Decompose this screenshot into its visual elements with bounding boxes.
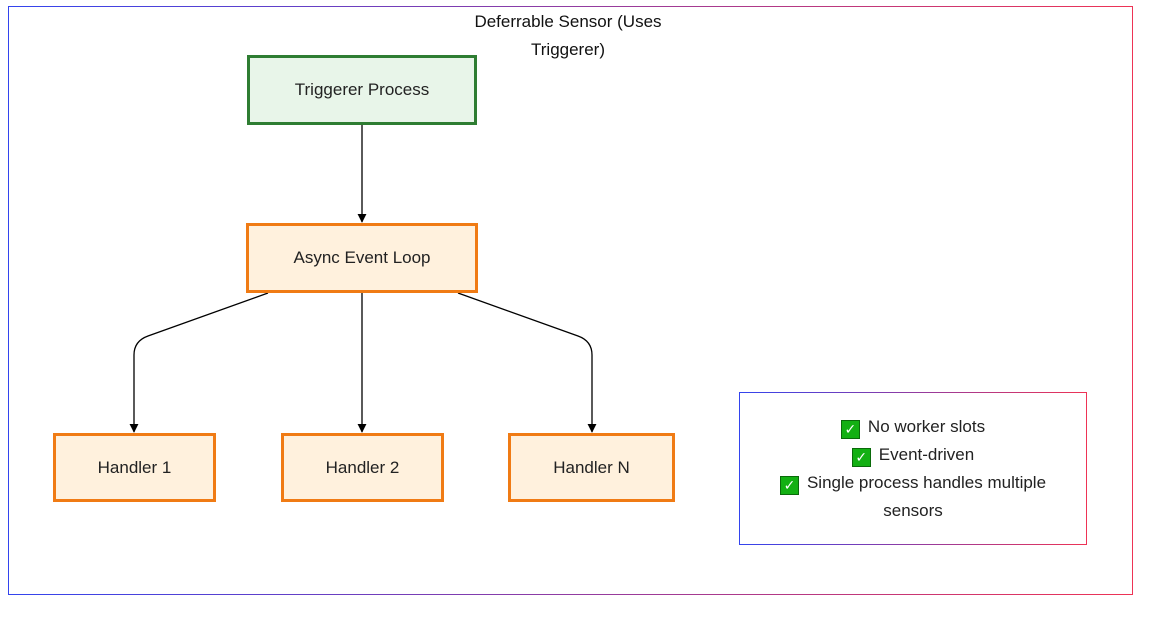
edge-loop-to-handler-n [457,292,597,433]
benefit-item: ✓ Event-driven [851,441,975,469]
handler-1-node: Handler 1 [53,433,216,502]
handler-2-node: Handler 2 [281,433,444,502]
check-mark-icon: ✓ [840,419,860,439]
group-title: Deferrable Sensor (Uses Triggerer) [474,12,662,59]
check-mark-icon: ✓ [779,475,799,495]
benefits-box: ✓ No worker slots ✓ Event-driven ✓ Single p… [739,392,1087,545]
handler-n-node: Handler N [508,433,675,502]
check-mark-icon: ✓ [851,447,871,467]
benefit-text: Single process handles multiple sensors [806,472,1047,520]
benefit-item: ✓ No worker slots [840,413,986,441]
triggerer-process-node: Triggerer Process [247,55,477,125]
benefit-text: Event-driven [878,444,975,464]
edge-loop-to-handler-1 [129,292,269,433]
benefit-item: ✓ Single process handles multiple sensors [760,469,1066,525]
async-event-loop-node: Async Event Loop [246,223,478,293]
benefit-text: No worker slots [867,416,986,436]
